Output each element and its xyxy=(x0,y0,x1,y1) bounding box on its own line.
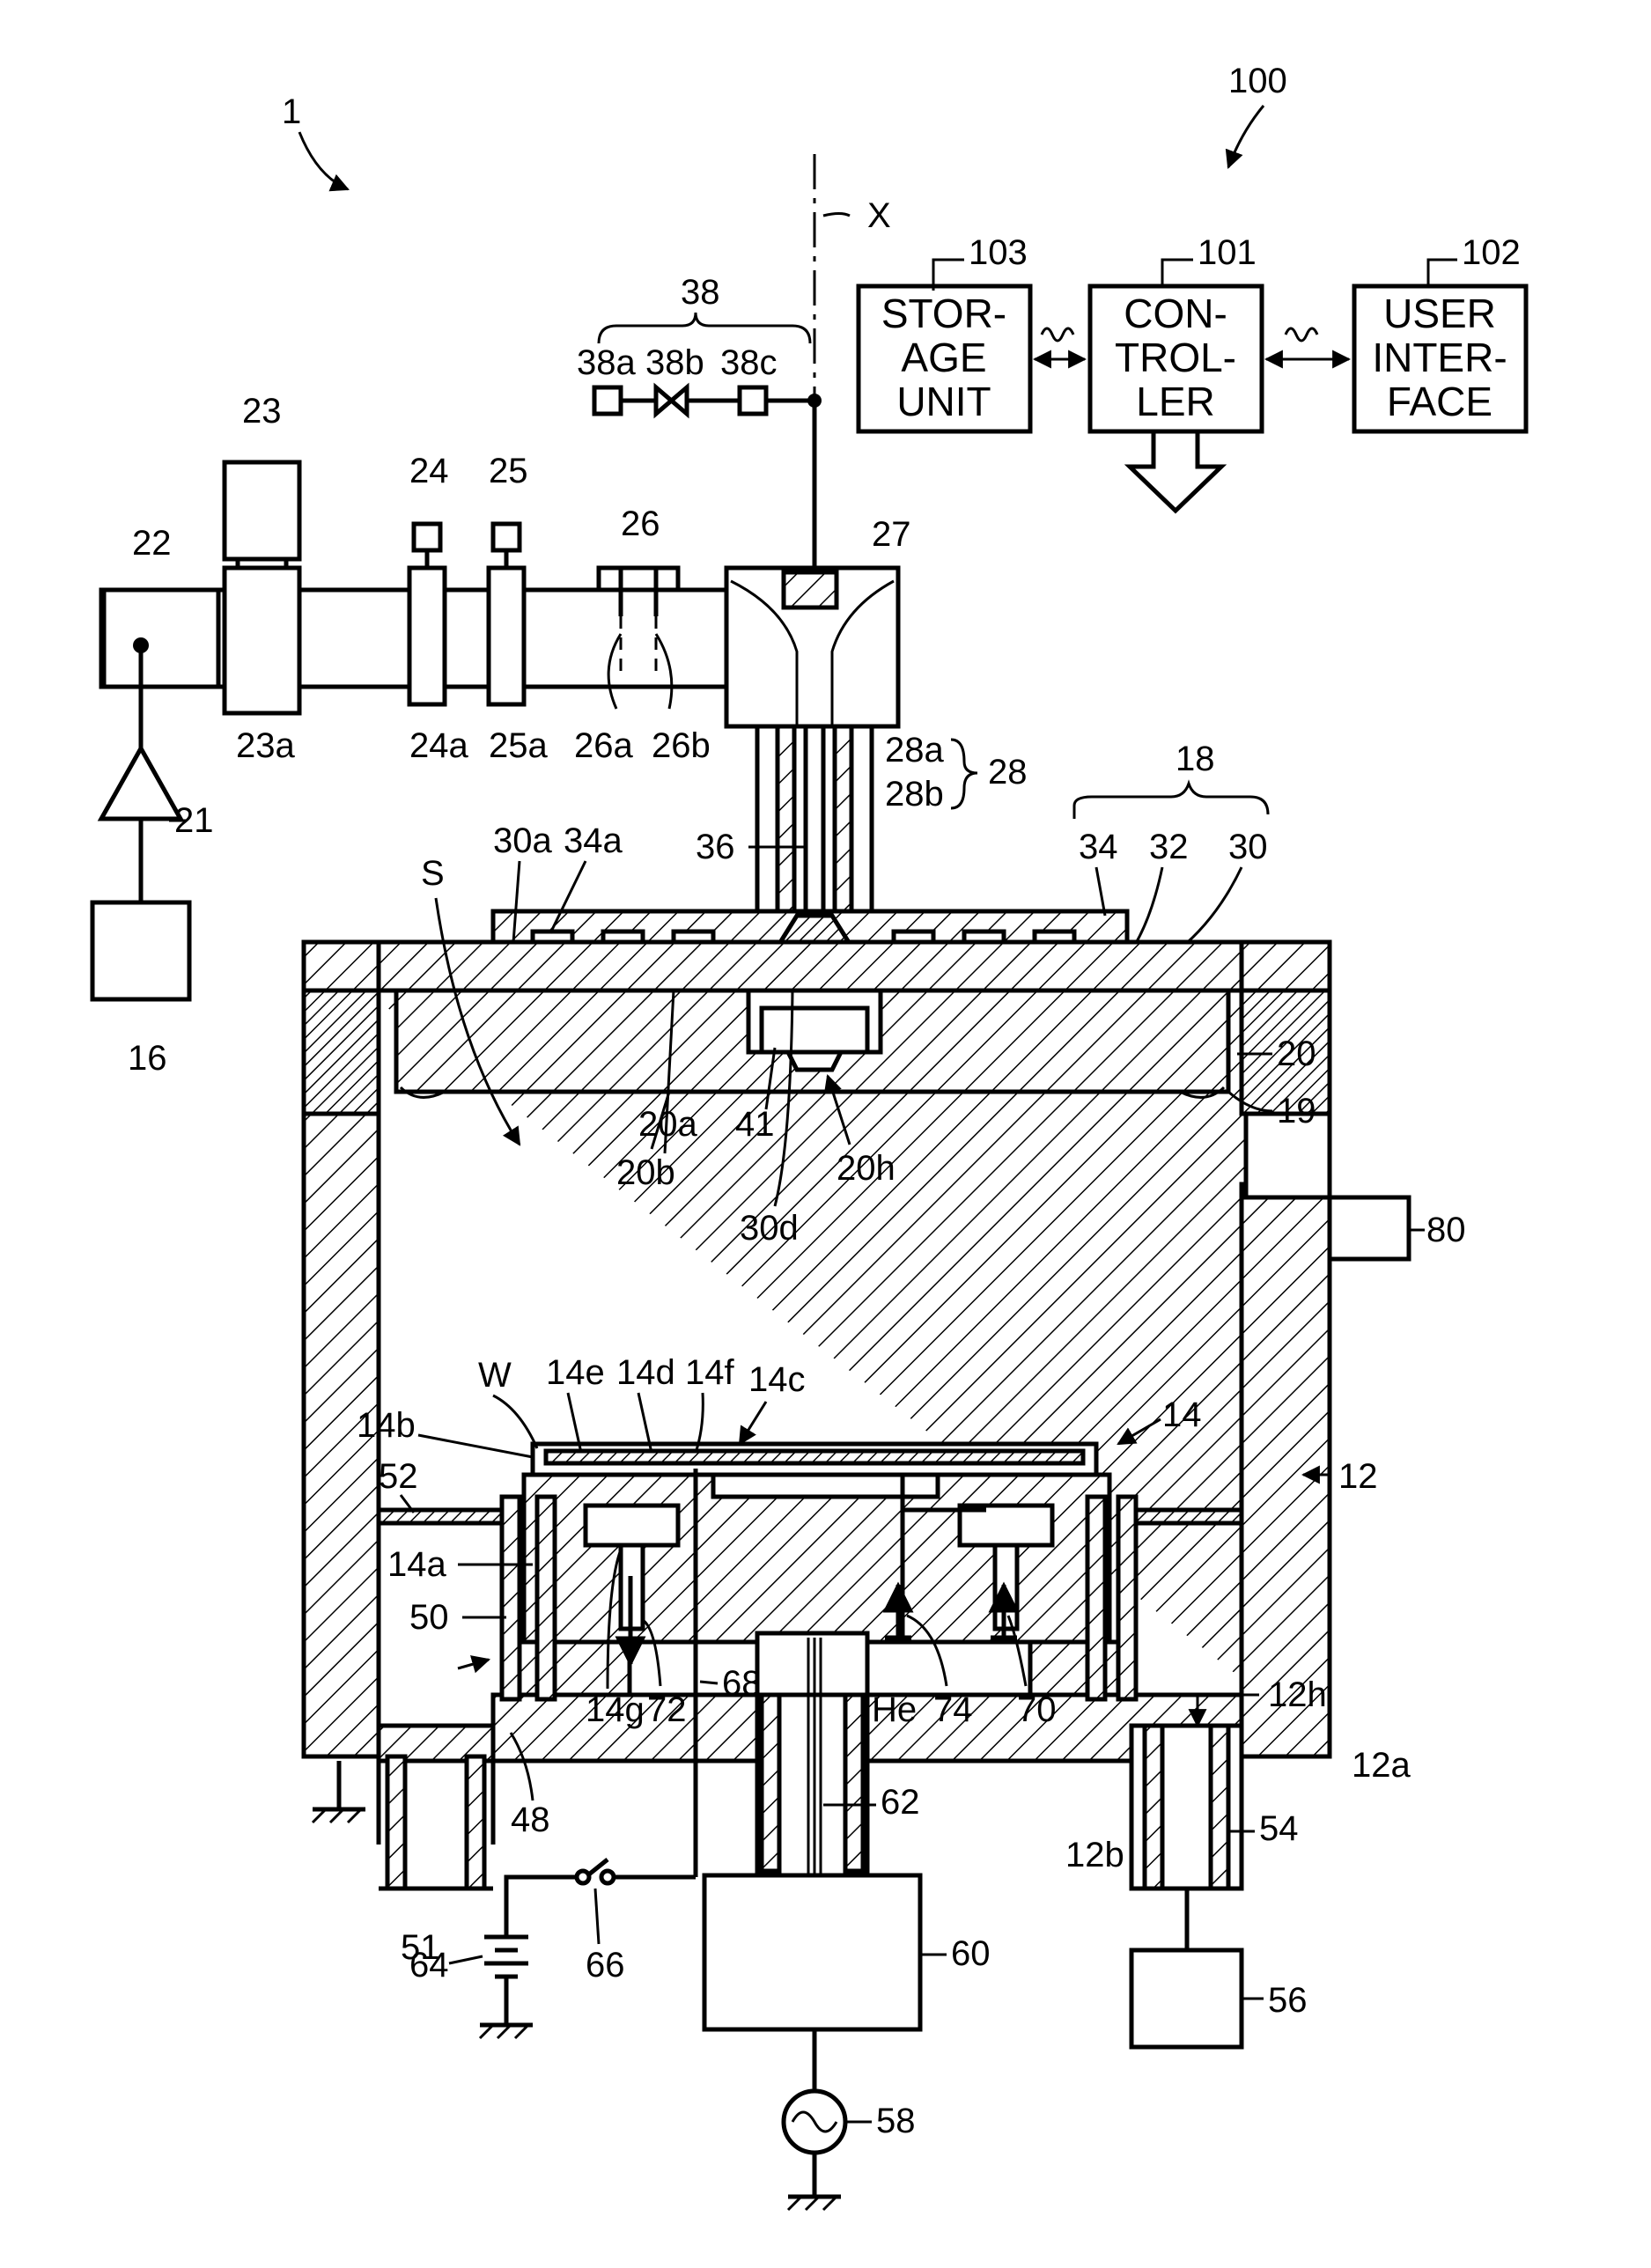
label-rf-source: 58 xyxy=(876,2102,916,2140)
label-72: 72 xyxy=(647,1690,687,1729)
brace-28 xyxy=(951,740,977,808)
leader-51-arrow xyxy=(458,1660,489,1668)
leader-102 xyxy=(1428,260,1457,286)
leader-64 xyxy=(449,1956,483,1963)
label-dielectric: 20 xyxy=(1277,1035,1316,1073)
label-14d: 14d xyxy=(616,1353,675,1392)
label-30: 30 xyxy=(1228,828,1268,866)
label-41: 41 xyxy=(735,1105,775,1144)
label-25: 25 xyxy=(489,452,528,490)
axis-leader xyxy=(823,214,850,217)
label-waveguide: 22 xyxy=(132,524,172,563)
label-storage-id: 103 xyxy=(969,233,1028,272)
label-12b: 12b xyxy=(1065,1836,1124,1874)
label-exhaust: 56 xyxy=(1268,1981,1308,2020)
label-20h: 20h xyxy=(837,1149,896,1188)
label-48: 48 xyxy=(511,1800,550,1839)
label-space: S xyxy=(421,854,445,893)
label-70: 70 xyxy=(1017,1690,1057,1729)
label-14e: 14e xyxy=(546,1353,605,1392)
controller-line-2: TROL- xyxy=(1115,335,1236,380)
label-stage: 14 xyxy=(1162,1395,1202,1434)
label-50: 50 xyxy=(409,1598,449,1637)
label-wafer: W xyxy=(478,1356,512,1395)
label-62: 62 xyxy=(881,1783,920,1822)
controller-block: CON- TROL- LER xyxy=(1090,286,1262,431)
leader-wafer xyxy=(493,1395,537,1448)
controller-line-1: CON- xyxy=(1124,291,1227,336)
label-baffle: 52 xyxy=(379,1457,418,1496)
label-source: 16 xyxy=(128,1039,167,1078)
label-74: 74 xyxy=(933,1690,973,1729)
label-dc-source: 64 xyxy=(409,1946,449,1984)
label-20b: 20b xyxy=(616,1153,675,1192)
label-axis: X xyxy=(867,196,891,235)
label-54: 54 xyxy=(1259,1809,1299,1848)
label-25a: 25a xyxy=(489,726,548,765)
label-14c: 14c xyxy=(748,1360,806,1399)
label-helium: He xyxy=(872,1690,917,1729)
ui-line-2: INTER- xyxy=(1372,335,1507,380)
storage-line-3: UNIT xyxy=(896,379,991,424)
label-28a: 28a xyxy=(885,731,944,770)
label-24: 24 xyxy=(409,452,449,490)
label-14a: 14a xyxy=(387,1545,446,1584)
label-26b: 26b xyxy=(652,726,711,765)
label-antenna: 18 xyxy=(1176,740,1215,778)
label-gas-system: 38 xyxy=(681,273,720,312)
label-32: 32 xyxy=(1149,828,1189,866)
label-14b: 14b xyxy=(357,1406,416,1445)
label-generator: 23 xyxy=(242,392,282,431)
label-34: 34 xyxy=(1079,828,1118,866)
label-26a: 26a xyxy=(574,726,633,765)
leader-66 xyxy=(595,1889,599,1944)
label-controller-id: 101 xyxy=(1198,233,1257,272)
ui-line-1: USER xyxy=(1383,291,1496,336)
brace-18 xyxy=(1074,784,1268,819)
fig100-arrow xyxy=(1228,106,1264,167)
dielectric-window xyxy=(396,990,1228,1097)
label-fig1: 1 xyxy=(282,92,301,131)
leader-68 xyxy=(700,1682,718,1683)
fig1-arrow xyxy=(299,132,348,189)
controller-line-3: LER xyxy=(1136,379,1214,424)
label-valve-b: 38b xyxy=(645,343,704,382)
label-valve-a: 38a xyxy=(577,343,636,382)
storage-unit-block: STOR- AGE UNIT xyxy=(859,286,1030,431)
user-interface-block: USER INTER- FACE xyxy=(1354,286,1526,431)
label-34a: 34a xyxy=(564,821,623,860)
coaxial-waveguide xyxy=(757,726,872,916)
label-matcher: 60 xyxy=(951,1934,991,1973)
label-80: 80 xyxy=(1426,1211,1466,1249)
label-valve-c: 38c xyxy=(720,343,778,382)
label-28b: 28b xyxy=(885,775,944,814)
label-14f: 14f xyxy=(685,1353,734,1392)
label-24a: 24a xyxy=(409,726,468,765)
ui-line-3: FACE xyxy=(1387,379,1493,424)
label-12h: 12h xyxy=(1268,1675,1327,1714)
label-seal: 19 xyxy=(1277,1092,1316,1130)
label-fig100: 100 xyxy=(1228,62,1287,100)
label-28: 28 xyxy=(988,753,1028,792)
label-26: 26 xyxy=(621,504,660,543)
leader-14c xyxy=(740,1402,766,1444)
storage-line-1: STOR- xyxy=(881,291,1006,336)
label-ui-id: 102 xyxy=(1462,233,1521,272)
storage-line-2: AGE xyxy=(901,335,986,380)
label-12a: 12a xyxy=(1352,1746,1411,1785)
label-switch: 66 xyxy=(586,1946,625,1984)
leader-101 xyxy=(1162,260,1193,286)
label-tuner: 23a xyxy=(236,726,295,765)
label-chamber: 12 xyxy=(1338,1457,1378,1496)
label-14g: 14g xyxy=(586,1690,645,1729)
label-pipe36: 36 xyxy=(696,828,735,866)
ground-chamber xyxy=(313,1761,365,1822)
exhaust-56 xyxy=(1131,1889,1242,2047)
leader-14b xyxy=(418,1435,533,1457)
label-30a: 30a xyxy=(493,821,552,860)
label-converter: 27 xyxy=(872,515,911,554)
label-30d: 30d xyxy=(740,1209,799,1248)
